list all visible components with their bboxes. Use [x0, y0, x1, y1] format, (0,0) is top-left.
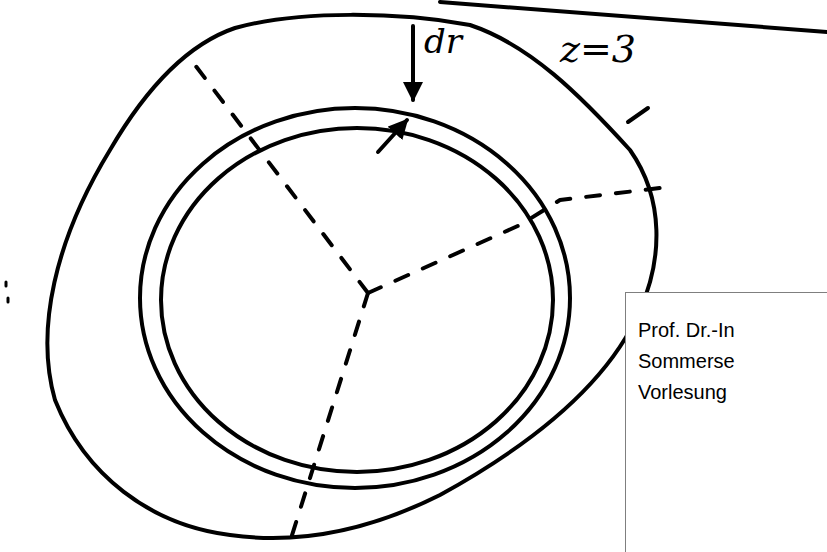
dr-arrow	[411, 26, 415, 100]
edge-mark	[6, 282, 8, 302]
footer-text: Sommerse	[638, 346, 827, 377]
footer-text: Prof. Dr.-In	[638, 315, 827, 346]
outer-ring	[140, 108, 570, 488]
title-block: Prof. Dr.-InSommerseVorlesung	[625, 292, 827, 552]
parameter-label: z=3	[560, 30, 636, 68]
outer-contour	[47, 15, 656, 538]
footer-text: Vorlesung	[638, 377, 827, 408]
dashed-radius	[288, 293, 368, 548]
dashed-radius	[368, 188, 660, 293]
dr-arrow	[378, 120, 407, 152]
dashed-radius	[195, 65, 368, 293]
inner-ring	[161, 128, 553, 472]
top-border-line	[440, 2, 827, 32]
tick-mark	[628, 108, 648, 122]
dimension-label: dr	[424, 24, 462, 58]
